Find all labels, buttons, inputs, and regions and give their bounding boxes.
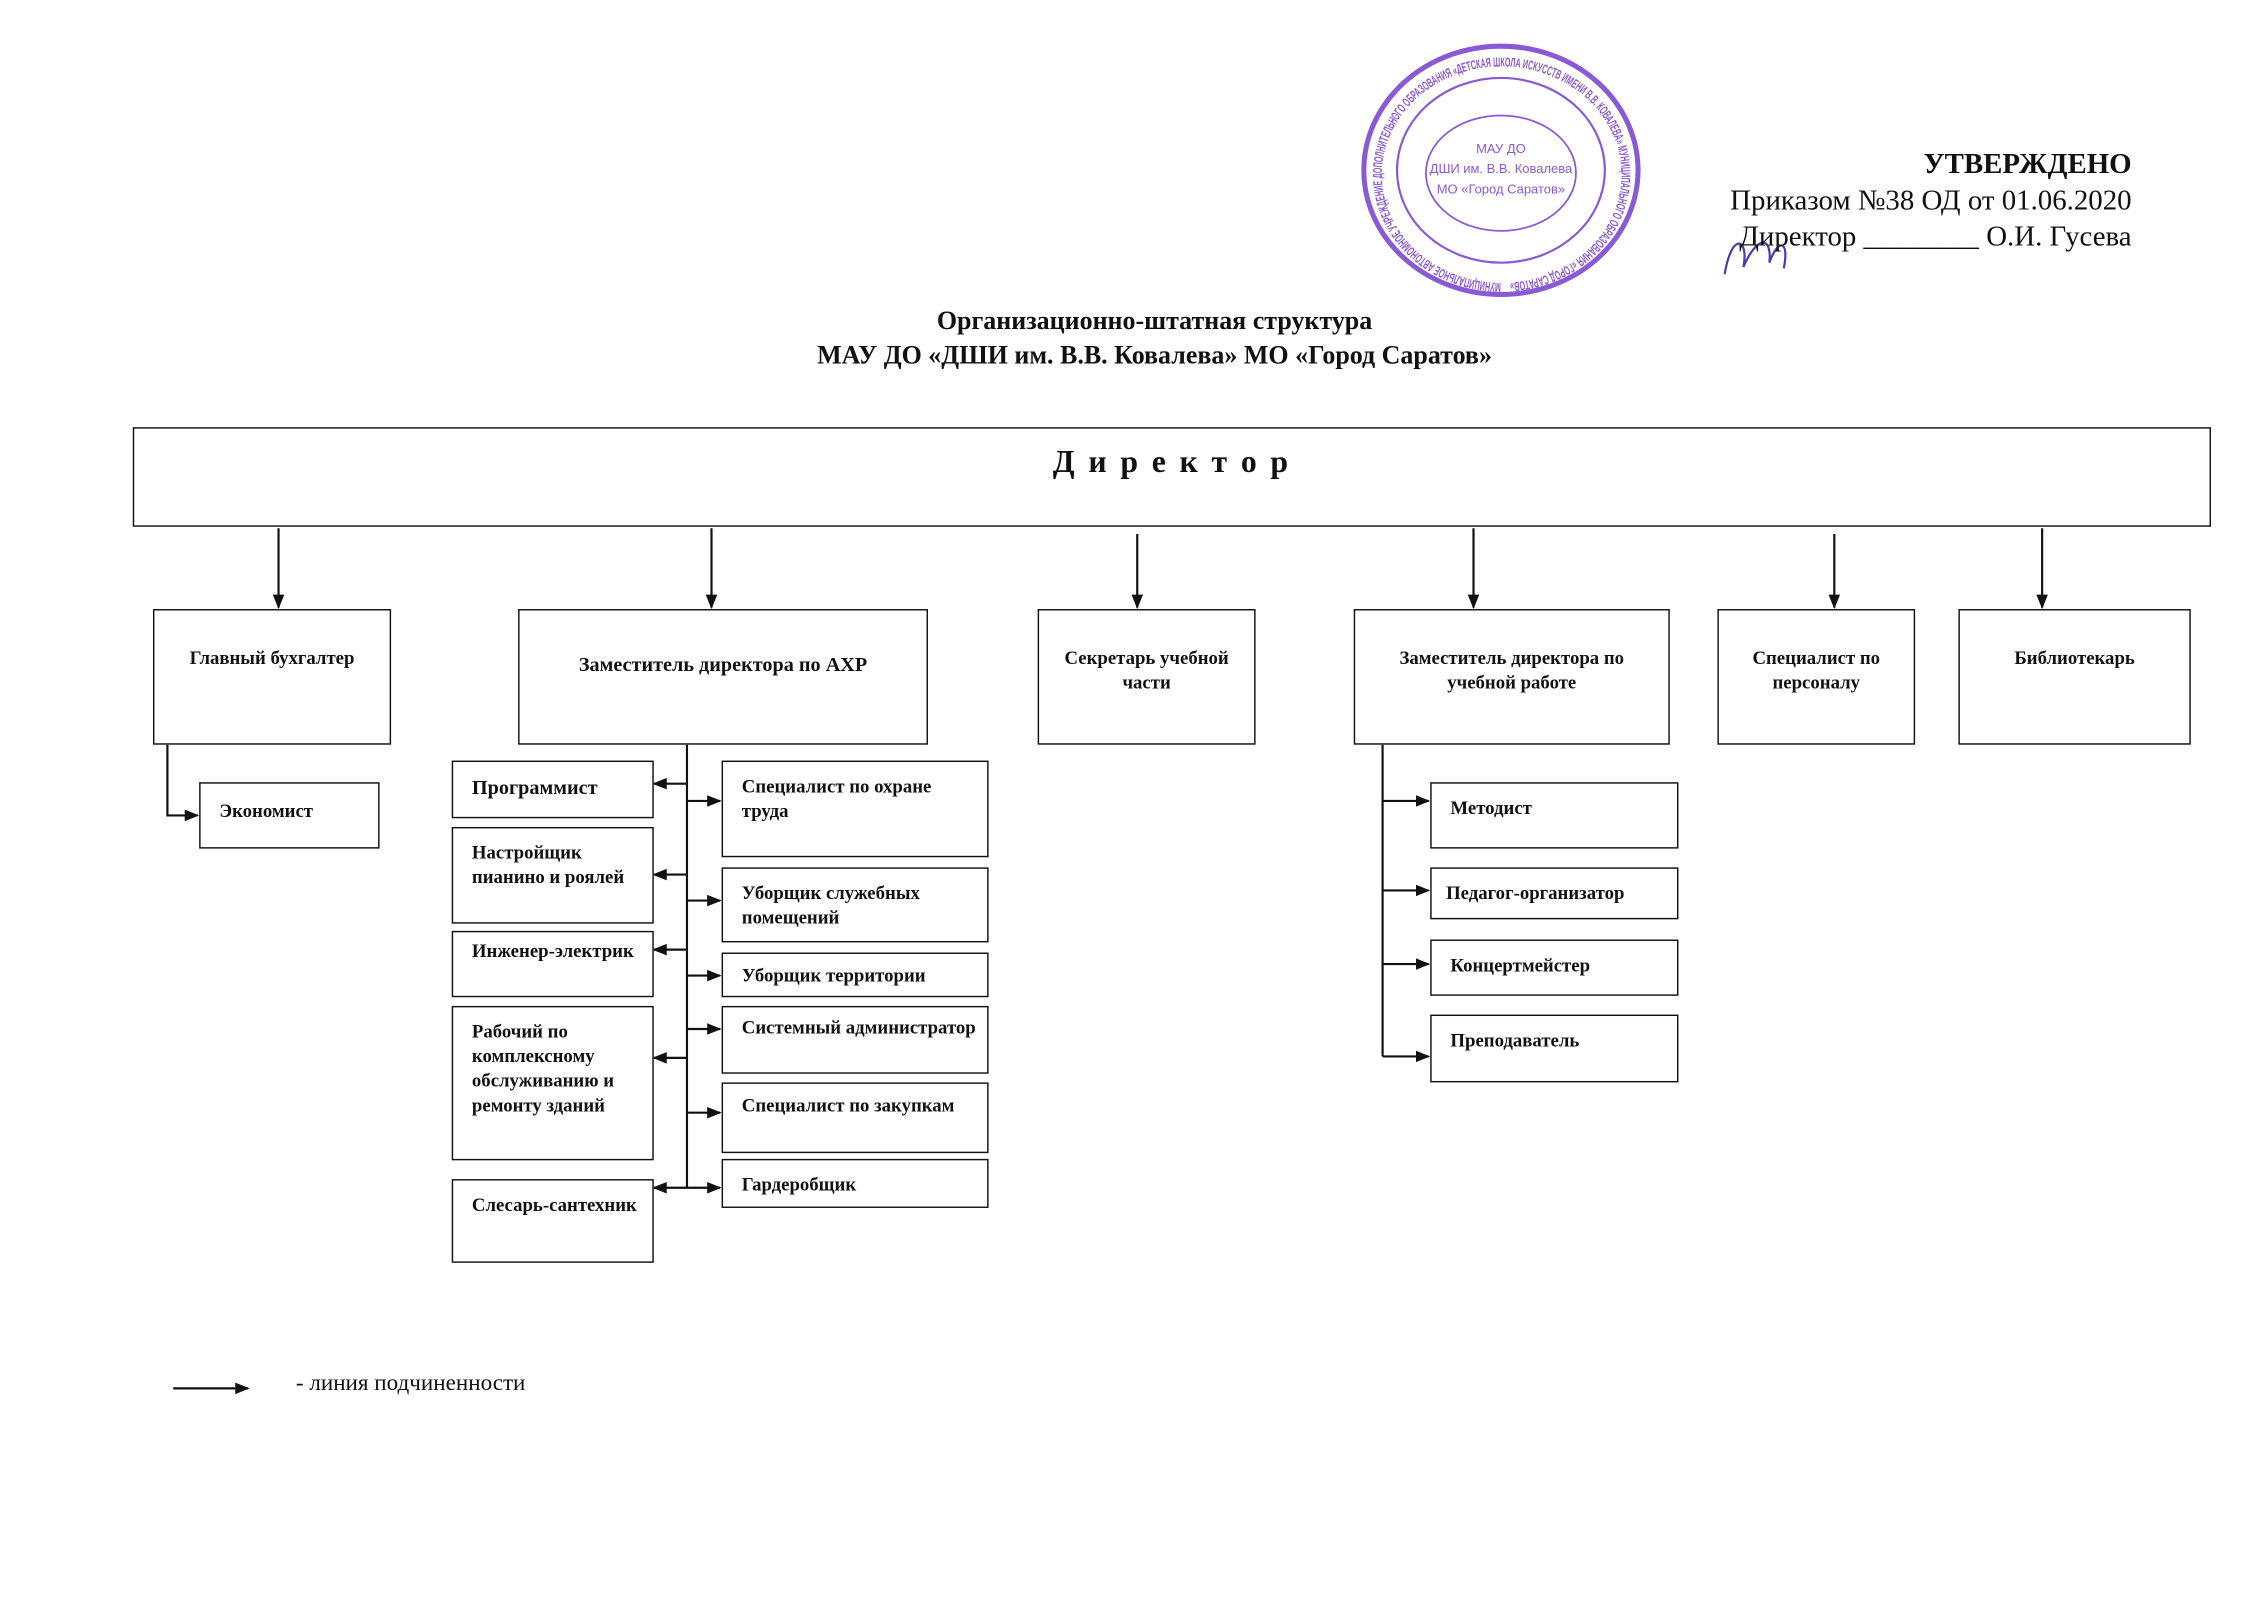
signer-name: О.И. Гусева <box>1986 220 2132 253</box>
chief-accountant-box: Главный бухгалтер <box>152 609 392 745</box>
economist-box: Экономист <box>199 782 380 849</box>
yard-cleaner-box: Уборщик территории <box>721 952 989 998</box>
page-subtitle: МАУ ДО «ДШИ им. В.В. Ковалева» МО «Город… <box>817 340 1492 370</box>
signature-line: ________ <box>1863 220 1979 253</box>
plumber-box: Слесарь-сантехник <box>451 1179 654 1263</box>
procurement-specialist-box: Специалист по закупкам <box>721 1082 989 1154</box>
stamp-inner-line: МО «Город Саратов» <box>1437 181 1565 196</box>
pedagogue-organizer-box: Педагог-организатор <box>1430 867 1679 920</box>
page-title: Организационно-штатная структура <box>936 305 1373 335</box>
maintenance-worker-box: Рабочий по комплексному обслуживанию и р… <box>451 1005 654 1161</box>
legend-text: - линия подчиненности <box>295 1371 526 1396</box>
safety-specialist-box: Специалист по охране труда <box>721 760 989 858</box>
approval-signer: Директор ________ О.И. Гусева <box>1739 219 2131 255</box>
librarian-box: Библиотекарь <box>1958 609 2191 745</box>
programmer-box: Программист <box>451 760 654 819</box>
piano-tuner-box: Настройщик пианино и роялей <box>451 826 654 924</box>
accompanist-box: Концертмейстер <box>1430 939 1679 996</box>
arrow-line <box>166 744 200 822</box>
cloakroom-attendant-box: Гардеробщик <box>721 1158 989 1208</box>
signature <box>1723 241 1787 275</box>
signer-role: Директор <box>1739 220 1857 253</box>
sysadmin-box: Системный администратор <box>721 1005 989 1074</box>
hr-specialist-box: Специалист по персоналу <box>1717 609 1916 745</box>
director-box: Д и р е к т о р <box>132 427 2211 527</box>
stamp: МУНИЦИПАЛЬНОЕ АВТОНОМНОЕ УЧРЕЖДЕНИЕ ДОПО… <box>1361 43 1641 297</box>
stamp-inner-line: МАУ ДО <box>1476 141 1526 156</box>
methodist-box: Методист <box>1430 782 1679 849</box>
deputy-axr-box: Заместитель директора по АХР <box>518 609 928 745</box>
teacher-box: Преподаватель <box>1430 1014 1679 1083</box>
electrician-box: Инженер-электрик <box>451 930 654 998</box>
office-cleaner-box: Уборщик служебных помещений <box>721 867 989 943</box>
approval-order: Приказом №38 ОД от 01.06.2020 <box>1730 184 2132 217</box>
approval-heading: УТВЕРЖДЕНО <box>1923 148 2132 181</box>
secretary-box: Секретарь учебной части <box>1037 609 1256 745</box>
deputy-education-box: Заместитель директора по учебной работе <box>1353 609 1670 745</box>
stamp-inner-line: ДШИ им. В.В. Ковалева <box>1430 161 1573 176</box>
